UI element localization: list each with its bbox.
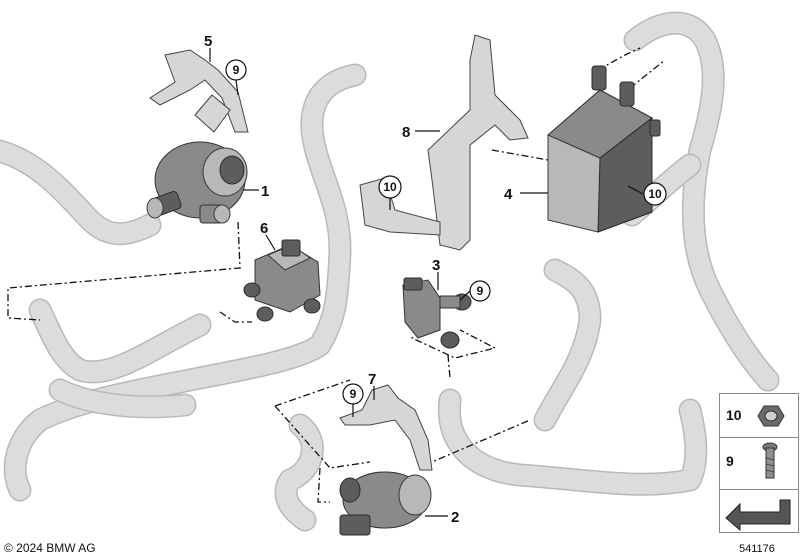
svg-text:10: 10 [648,187,662,201]
callout-labels: 1 2 3 4 5 6 7 8 [204,33,513,526]
legend-arrow-cell [720,490,798,532]
valve-part-3 [402,277,472,349]
leader-lines [209,48,644,517]
circled-callouts: 9 9 9 10 10 [225,59,667,405]
svg-text:9: 9 [233,63,240,77]
bracket-part-7 [339,384,433,471]
legend-bolt-number: 9 [726,453,734,469]
water-pump-part-1 [146,141,248,224]
callout-4: 4 [504,186,513,203]
legend-box: 10 9 [719,393,799,533]
circled-callout-9-b: 9 [469,280,491,302]
valve-part-6 [243,239,321,322]
bolt-icon [762,442,778,479]
heater-part-4 [547,65,661,233]
callout-3: 3 [432,257,440,274]
callout-5: 5 [204,33,212,50]
callout-1: 1 [261,183,269,200]
coolant-hoses [0,11,780,532]
circled-callout-10-b: 10 [643,182,667,206]
bracket-part-8 [359,34,529,251]
direction-arrow-icon [725,499,791,532]
connection-lines [7,47,666,503]
callout-6: 6 [260,220,268,237]
circled-callout-10-a: 10 [378,175,402,199]
circled-callout-9-c: 9 [342,383,364,405]
nut-icon [757,405,785,427]
copyright-text: © 2024 BMW AG [4,541,96,555]
legend-nut-number: 10 [726,407,742,423]
callout-2: 2 [451,509,459,526]
callout-8: 8 [402,124,410,141]
svg-text:9: 9 [477,284,484,298]
svg-text:10: 10 [383,180,397,194]
legend-nut-cell: 10 [720,394,798,438]
callout-7: 7 [368,371,376,388]
legend-bolt-cell: 9 [720,438,798,490]
water-pump-part-2 [339,471,432,536]
document-number: 541176 [739,543,775,555]
circled-callout-9-a: 9 [225,59,247,81]
svg-text:9: 9 [350,387,357,401]
bracket-part-5 [149,49,249,133]
